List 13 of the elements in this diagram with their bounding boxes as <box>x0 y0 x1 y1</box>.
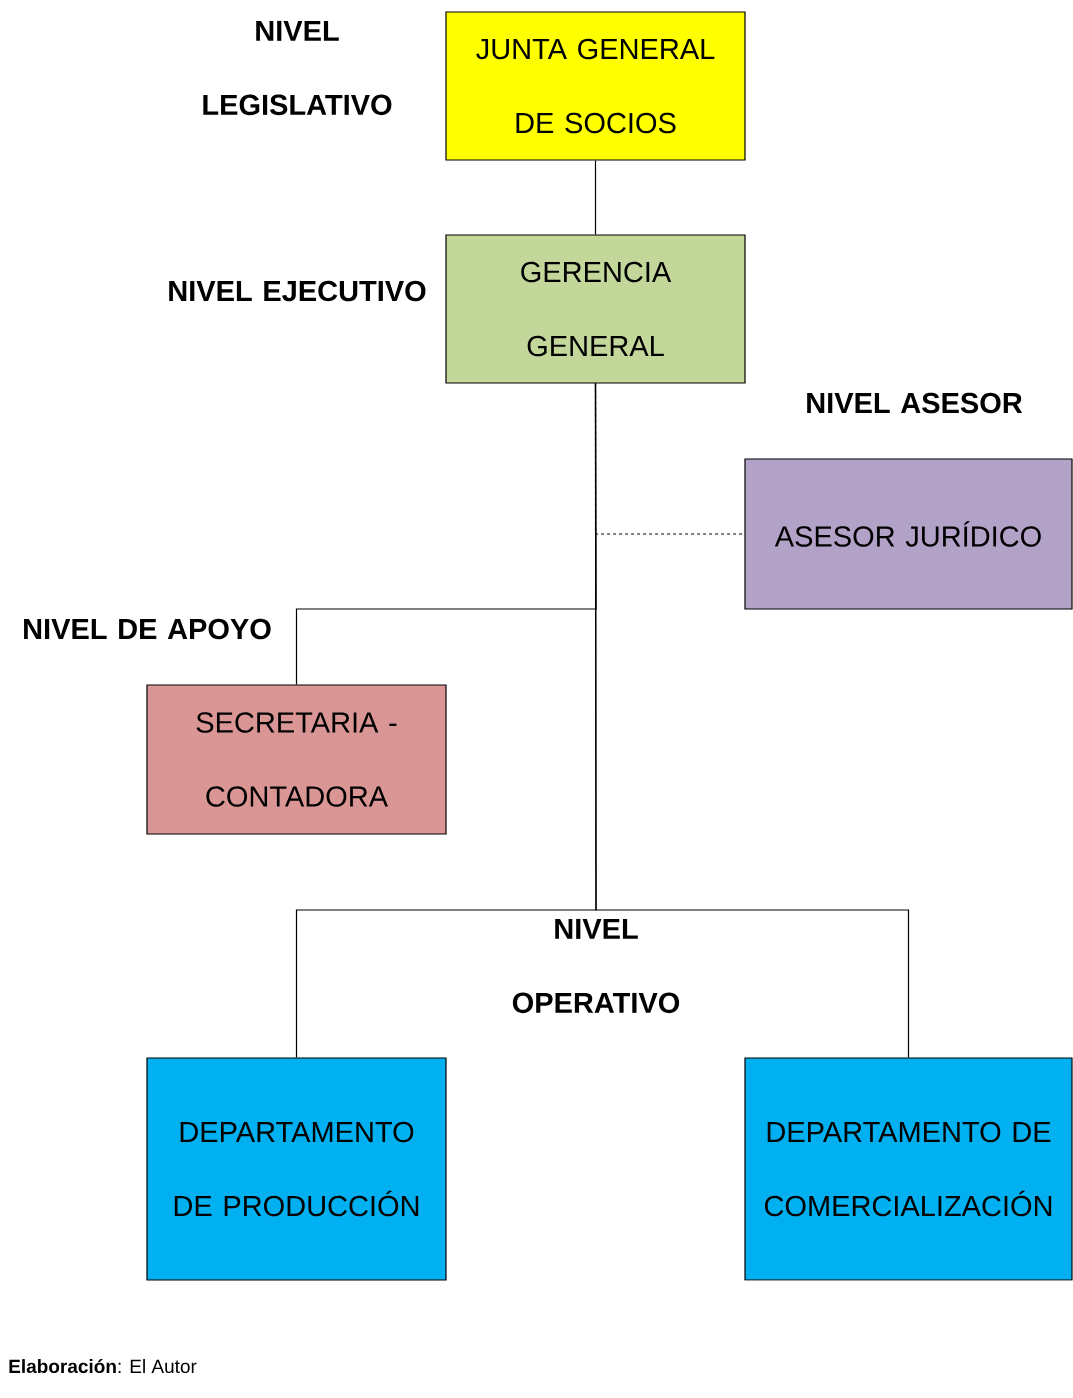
connector-line <box>594 160 597 235</box>
level-label: NIVEL DE APOYO <box>24 618 271 640</box>
level-label: NIVEL OPERATIVO <box>512 918 680 1014</box>
org-box: JUNTA GENERAL DE SOCIOS <box>445 11 746 161</box>
caption: Elaboración: El Autor <box>9 1358 197 1374</box>
org-box: SECRETARIA - CONTADORA <box>146 684 447 835</box>
org-box: ASESOR JURÍDICO <box>744 458 1073 610</box>
org-box: DEPARTAMENTO DE PRODUCCIÓN <box>146 1057 447 1281</box>
level-label: NIVEL LEGISLATIVO <box>203 20 392 116</box>
level-label: NIVEL ASESOR <box>807 392 1023 414</box>
connector-line <box>594 383 910 1058</box>
org-box: DEPARTAMENTO DE COMERCIALIZACIÓN <box>744 1057 1073 1281</box>
org-box: GERENCIA GENERAL <box>445 234 746 384</box>
